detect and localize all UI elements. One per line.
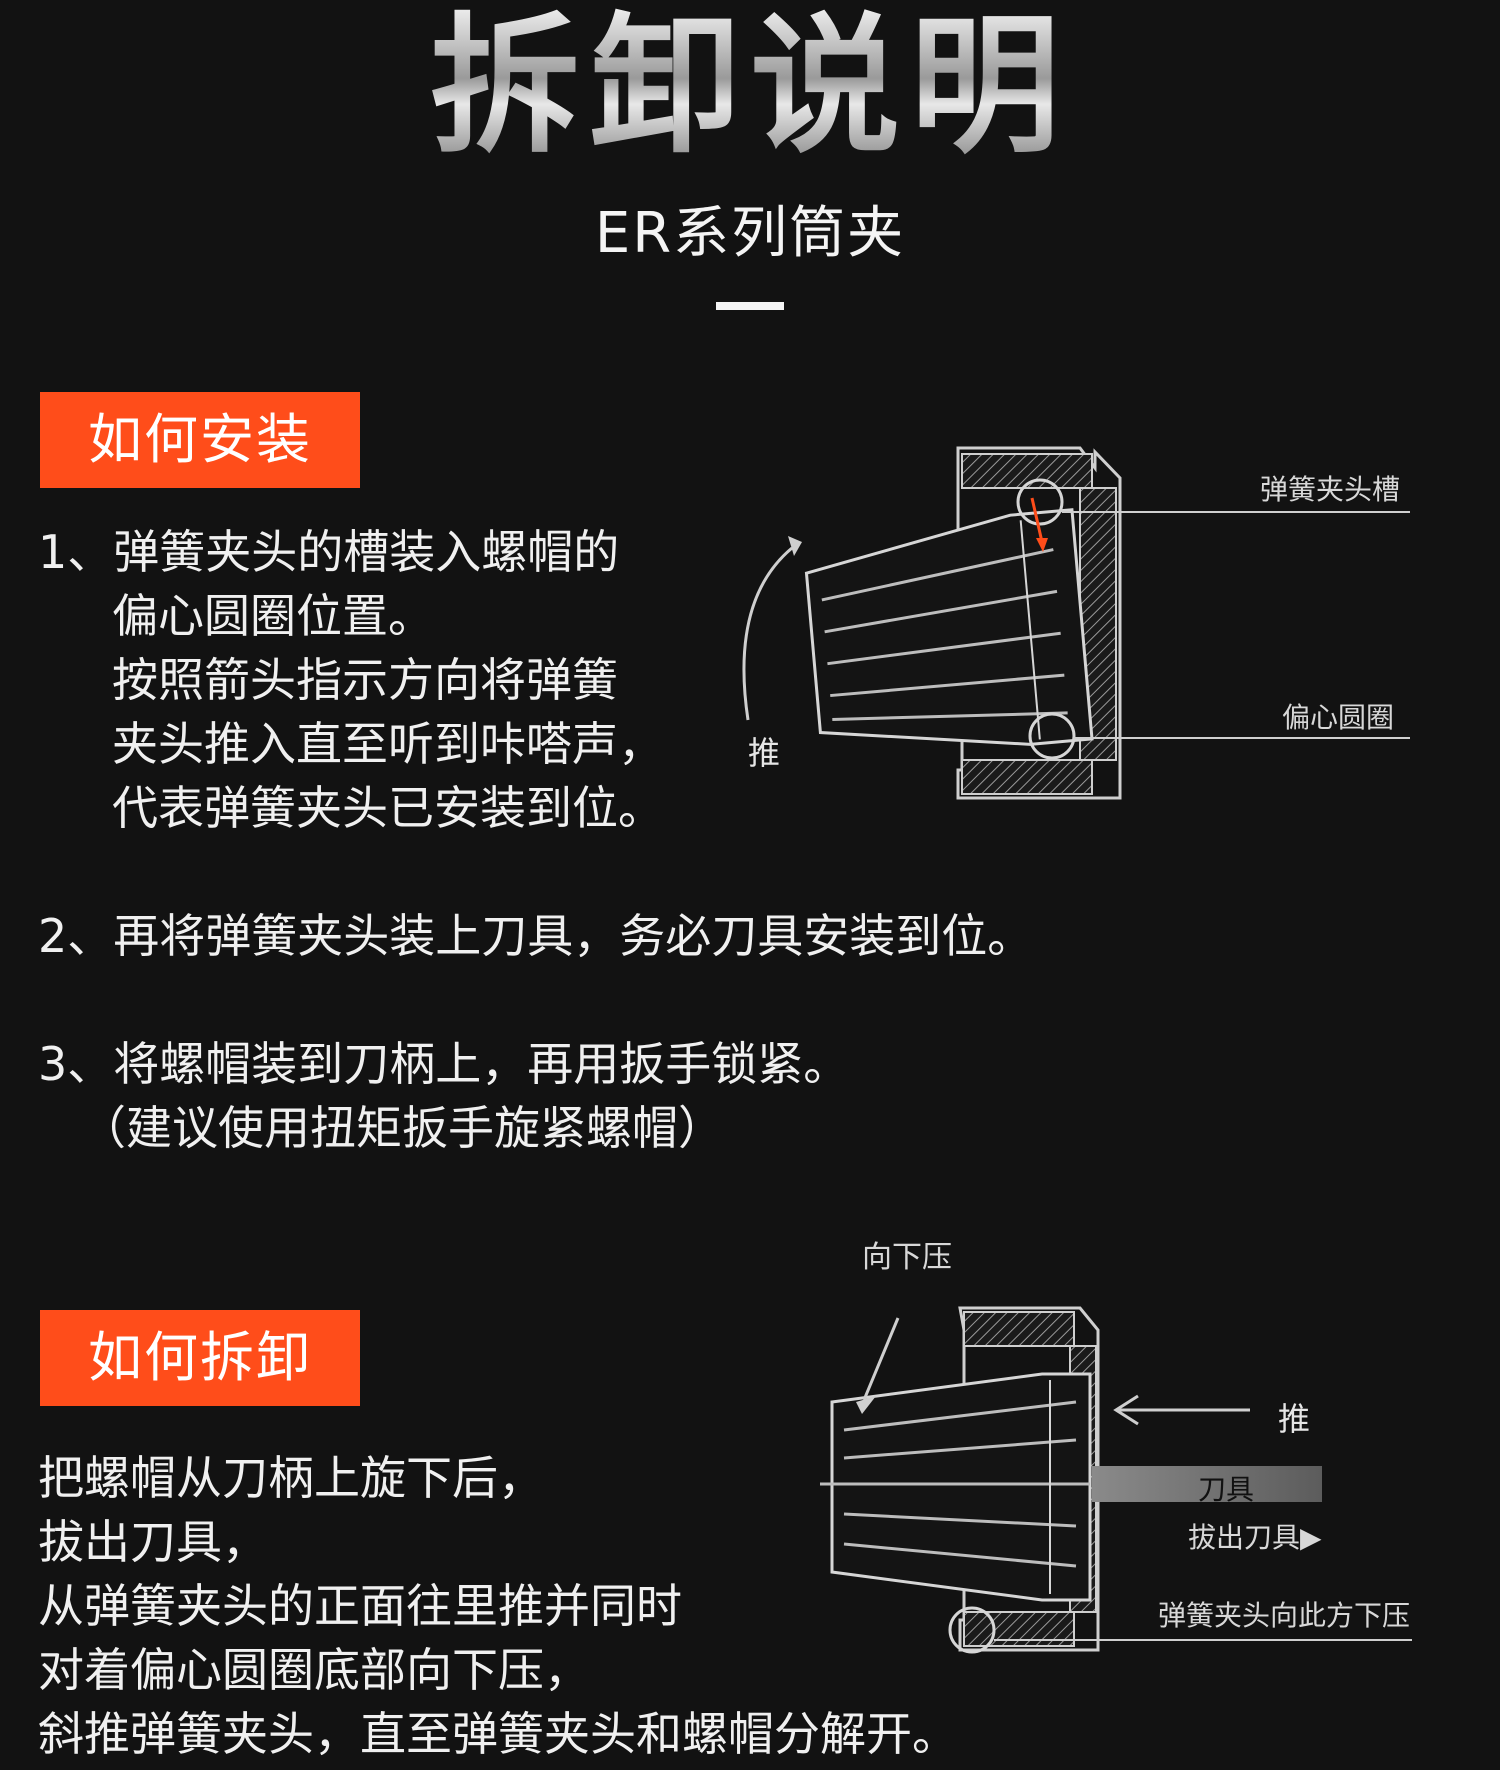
remove-badge: 如何拆卸 [40,1310,360,1406]
nut-hatch-top [963,1311,1075,1347]
eccentric-circle [1028,712,1076,760]
collet-body [830,1372,1092,1602]
press-down-arrow [862,1317,900,1401]
remove-step-line: 对着偏心圆圈底部向下压， [38,1643,590,1697]
collet-press-label: 弹簧夹头向此方下压 [1158,1599,1411,1632]
push-arrow-head [788,536,802,556]
remove-step-line: 斜推弹簧夹头，直至弹簧夹头和螺帽分解开。 [38,1707,958,1761]
install-push-label: 推 [748,734,781,772]
red-arrow [1030,497,1044,543]
eccentric-label: 偏心圆圈 [1282,701,1395,734]
tool-label: 刀具 [1198,1473,1255,1506]
install-step2: 2、再将弹簧夹头装上刀具，务必刀具安装到位。 [38,909,1034,963]
remove-step-line: 拔出刀具， [38,1515,268,1569]
remove-step-line: 把螺帽从刀柄上旋下后， [38,1451,544,1505]
nut-hatch-top [961,453,1093,489]
page-subtitle: ER系列筒夹 [594,201,906,266]
collet-body [804,508,1094,746]
nut-hatch-bottom [961,759,1093,795]
install-step1-line: 夹头推入直至听到咔嗒声， [112,717,664,771]
page-title: 拆卸说明 [0,2,1500,172]
title-divider [716,302,784,310]
remove-push-label: 推 [1278,1400,1311,1438]
remove-step-line: 从弹簧夹头的正面往里推并同时 [38,1579,682,1633]
groove-label: 弹簧夹头槽 [1260,473,1401,506]
install-step1-line: 偏心圆圈位置。 [112,589,434,643]
install-diagram [742,446,1410,800]
install-step3: 3、将螺帽装到刀柄上，再用扳手锁紧。 [38,1037,850,1091]
install-step1-line: 代表弹簧夹头已安装到位。 [112,781,664,835]
pull-tool-label: 拔出刀具▶ [1188,1521,1322,1554]
remove-steps: 把螺帽从刀柄上旋下后， 拔出刀具， 从弹簧夹头的正面往里推并同时 对着偏心圆圈底… [38,1446,958,1766]
push-arrow [742,546,793,721]
install-badge: 如何安装 [40,392,360,488]
remove-diagram [820,1306,1412,1654]
install-step3-note: （建议使用扭矩扳手旋紧螺帽） [80,1101,724,1155]
eccentric-circle [948,1606,996,1654]
red-arrow-head [1036,538,1048,552]
install-step1-line: 按照箭头指示方向将弹簧 [112,653,618,707]
press-down-label: 向下压 [862,1240,952,1275]
push-arrow-head [1113,1394,1139,1426]
press-down-arrow-head [856,1396,876,1414]
install-step1-line: 1、弹簧夹头的槽装入螺帽的 [38,525,620,579]
install-step1: 1、弹簧夹头的槽装入螺帽的 偏心圆圈位置。 按照箭头指示方向将弹簧 夹头推入直至… [38,520,664,840]
tool-bar [1092,1466,1322,1502]
groove-circle [1016,478,1064,526]
